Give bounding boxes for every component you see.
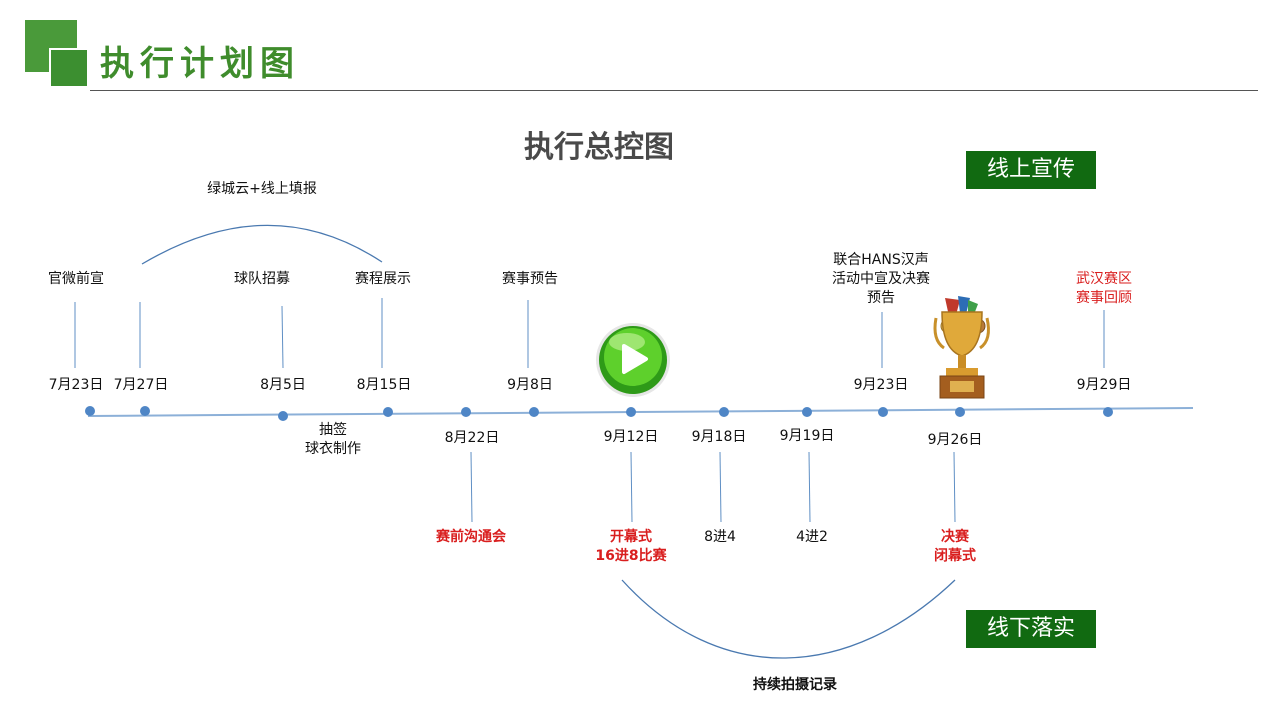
event-label-0923: 联合HANS汉声 活动中宣及决赛 预告: [832, 251, 930, 308]
online-promotion-badge: 线上宣传: [966, 151, 1096, 189]
event-label-0929-line2: 赛事回顾: [1076, 290, 1132, 306]
event-label-0908: 赛事预告: [502, 271, 558, 287]
connector-0912: [630, 451, 633, 523]
connector-0822: [470, 451, 473, 523]
event-label-0822: 赛前沟通会: [436, 529, 506, 545]
event-label-0926-line1: 决赛: [941, 529, 969, 545]
event-label-0923-line1: 联合HANS汉声: [833, 252, 929, 268]
date-0929: 9月29日: [1076, 377, 1132, 393]
date-0923: 9月23日: [853, 377, 909, 393]
event-label-0926-line2: 闭幕式: [934, 548, 976, 564]
trophy-icon: [933, 296, 990, 399]
offline-arc: [621, 579, 956, 659]
timeline-axis: [87, 407, 1194, 417]
event-label-0923-line2: 活动中宣及决赛: [832, 271, 930, 287]
event-label-0723: 官微前宣: [48, 271, 104, 287]
draw-note-line2: 球衣制作: [305, 441, 361, 457]
event-label-0815: 赛程展示: [355, 271, 411, 287]
date-0926: 9月26日: [927, 432, 983, 448]
date-0918: 9月18日: [691, 429, 747, 445]
header-logo-square-front: [49, 48, 89, 88]
page-title: 执行计划图: [100, 44, 300, 84]
dot-0926: [955, 407, 965, 417]
dot-0822: [461, 407, 471, 417]
date-0723: 7月23日: [48, 377, 104, 393]
event-label-0929: 武汉赛区 赛事回顾: [1076, 270, 1132, 308]
dot-0727: [140, 406, 150, 416]
connector-0918: [719, 451, 722, 523]
event-label-0912-line1: 开幕式: [609, 529, 652, 545]
date-0727: 7月27日: [113, 377, 169, 393]
draw-note-line1: 抽签: [319, 422, 347, 438]
timeline-dots: [85, 406, 1113, 421]
event-label-0919: 4进2: [796, 529, 828, 545]
offline-execution-badge: 线下落实: [966, 610, 1096, 648]
dot-0723: [85, 406, 95, 416]
connector-0919: [808, 451, 811, 523]
event-label-0912-line2: 16进8比赛: [595, 548, 667, 564]
connector-0805: [281, 305, 284, 369]
diagram-title: 执行总控图: [524, 130, 674, 165]
lower-connectors: [470, 451, 956, 523]
upper-connectors: [74, 298, 1105, 369]
event-label-0929-line1: 武汉赛区: [1076, 271, 1132, 287]
event-label-0918: 8进4: [704, 529, 736, 545]
date-0919: 9月19日: [779, 428, 835, 444]
event-label-0923-line3: 预告: [867, 290, 895, 306]
date-0805: 8月5日: [260, 377, 306, 393]
dot-0923: [878, 407, 888, 417]
dot-0919: [802, 407, 812, 417]
date-0822: 8月22日: [444, 430, 500, 446]
header-divider: [90, 90, 1258, 91]
event-label-0926: 决赛 闭幕式: [934, 528, 976, 566]
date-0908: 9月8日: [507, 377, 553, 393]
dot-0805: [278, 411, 288, 421]
dot-0908: [529, 407, 539, 417]
dot-0929: [1103, 407, 1113, 417]
online-arc-label: 绿城云+线上填报: [207, 181, 317, 197]
connector-0926: [953, 451, 956, 523]
event-label-0912: 开幕式 16进8比赛: [595, 528, 666, 566]
draw-and-jersey-note: 抽签 球衣制作: [305, 421, 361, 459]
date-0912: 9月12日: [603, 429, 659, 445]
offline-arc-label: 持续拍摄记录: [753, 677, 837, 693]
play-button-icon: [596, 323, 670, 397]
dot-0912: [626, 407, 636, 417]
online-arc: [141, 224, 383, 265]
event-label-0805: 球队招募: [234, 271, 290, 287]
dot-0918: [719, 407, 729, 417]
date-0815: 8月15日: [356, 377, 412, 393]
dot-0815: [383, 407, 393, 417]
